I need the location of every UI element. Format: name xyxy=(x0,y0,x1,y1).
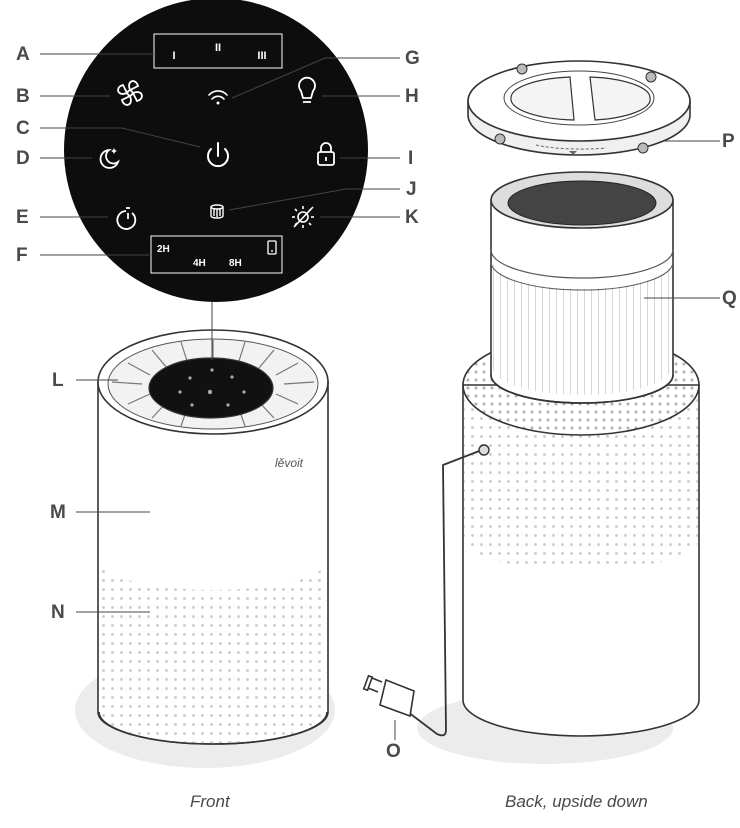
wifi-icon xyxy=(208,90,228,105)
callout-b: B xyxy=(16,86,30,107)
callout-e: E xyxy=(16,207,29,228)
lid-screws xyxy=(494,63,657,154)
control-panel: I II III xyxy=(64,0,368,302)
callout-d: D xyxy=(16,148,30,169)
callout-m: M xyxy=(50,502,66,523)
back-perforated-band xyxy=(464,385,698,570)
lid xyxy=(467,60,691,156)
fan-speed-box xyxy=(153,33,283,69)
timer-option-4h: 4H xyxy=(193,258,206,269)
callout-j: J xyxy=(406,179,417,200)
phone-icon xyxy=(267,240,277,255)
lock-icon xyxy=(317,142,335,166)
timer-icon xyxy=(116,207,137,230)
callout-h: H xyxy=(405,86,419,107)
back-purifier xyxy=(362,171,700,764)
callout-p: P xyxy=(722,131,735,152)
callout-k: K xyxy=(405,207,419,228)
fan-speed-2: II xyxy=(215,42,221,54)
fan-speed-3: III xyxy=(257,50,266,62)
timer-option-2h: 2H xyxy=(157,244,170,255)
sleep-icon xyxy=(99,148,120,169)
fan-speed-1: I xyxy=(172,50,175,62)
callout-f: F xyxy=(16,245,28,266)
timer-option-8h: 8H xyxy=(229,258,242,269)
callout-a: A xyxy=(16,44,30,65)
front-grille-slats xyxy=(111,340,315,427)
callout-l: L xyxy=(52,370,64,391)
bulb-icon xyxy=(298,76,316,103)
power-icon xyxy=(207,142,229,168)
power-cord xyxy=(407,447,488,737)
callout-g: G xyxy=(405,48,420,69)
filter-icon xyxy=(210,204,224,219)
caption-front: Front xyxy=(190,792,230,811)
front-mini-panel xyxy=(148,357,274,419)
fan-icon xyxy=(117,80,143,106)
front-perforated-band xyxy=(99,560,327,744)
caption-back: Back, upside down xyxy=(505,792,648,811)
control-panel-disc xyxy=(64,0,368,302)
callout-q: Q xyxy=(722,288,737,309)
callout-o: O xyxy=(386,741,401,762)
callout-c: C xyxy=(16,118,30,139)
power-plug xyxy=(362,674,415,718)
callout-n: N xyxy=(51,602,65,623)
callout-i: I xyxy=(408,148,414,169)
front-brand-logo: lĕvoit xyxy=(275,456,304,470)
callout-lines xyxy=(40,53,720,740)
front-purifier: lĕvoit xyxy=(75,329,335,768)
display-icon xyxy=(292,206,314,228)
